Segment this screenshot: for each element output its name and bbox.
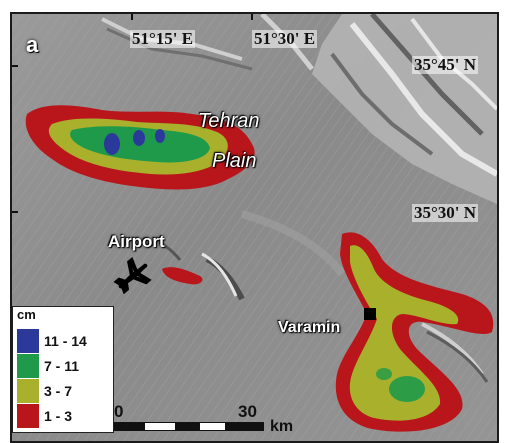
scale-bar: [114, 422, 264, 431]
legend-label: 7 - 11: [44, 358, 80, 374]
small-ridges: [161, 210, 489, 383]
place-label-tehran: Tehran: [198, 110, 260, 132]
subsidence-zone-varamin: [335, 232, 494, 432]
longitude-label-1: 51°15' E: [130, 29, 196, 48]
legend-swatch: [17, 354, 39, 378]
legend-item: 11 - 14: [17, 329, 112, 353]
panel-label: a: [26, 32, 39, 57]
place-label-plain: Plain: [212, 150, 257, 172]
square-marker-icon: [364, 308, 376, 320]
legend-swatch: [17, 379, 39, 403]
place-label-varamin: Varamin: [278, 319, 341, 336]
legend-item: 1 - 3: [17, 404, 112, 428]
scale-start-label: 0: [114, 402, 124, 421]
legend-label: 1 - 3: [44, 408, 73, 424]
legend-item: 3 - 7: [17, 379, 112, 403]
subsidence-zone-tehran: [25, 105, 255, 190]
latitude-label-2: 35°30' N: [412, 203, 479, 222]
place-label-airport: Airport: [108, 232, 165, 251]
legend-label: 3 - 7: [44, 383, 73, 399]
legend-item: 7 - 11: [17, 354, 112, 378]
longitude-label-2: 51°30' E: [252, 29, 318, 48]
scale-end-label: 30: [238, 402, 257, 421]
legend-swatch: [17, 329, 39, 353]
subsidence-zone-airport: [162, 267, 203, 285]
legend-swatch: [17, 404, 39, 428]
airplane-icon: [113, 256, 152, 295]
latitude-label-1: 35°45' N: [412, 55, 479, 74]
legend-label: 11 - 14: [44, 333, 87, 349]
legend: cm 11 - 14 7 - 11 3 - 7 1 - 3: [12, 306, 114, 433]
legend-unit: cm: [17, 307, 36, 322]
scale-unit-label: km: [270, 418, 294, 435]
